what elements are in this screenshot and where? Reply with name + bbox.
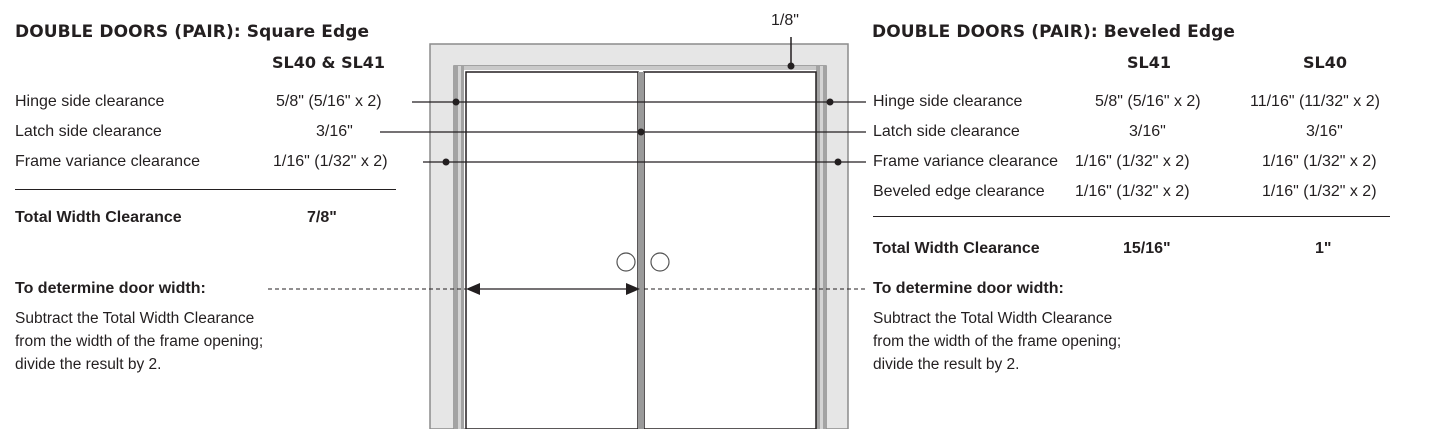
left-column-header: SL40 & SL41 xyxy=(272,53,386,72)
left-row-value-hinge: 5/8" (5/16" x 2) xyxy=(276,93,382,110)
right-row-value-frame-sl41: 1/16" (1/32" x 2) xyxy=(1075,153,1190,170)
left-panel-title: DOUBLE DOORS (PAIR): Square Edge xyxy=(15,22,370,42)
left-total-value: 7/8" xyxy=(307,209,337,226)
right-column-header-sl41: SL41 xyxy=(1127,53,1171,72)
right-row-value-latch-sl40: 3/16" xyxy=(1306,123,1343,140)
right-row-label-frame: Frame variance clearance xyxy=(873,153,1058,170)
right-panel-title: DOUBLE DOORS (PAIR): Beveled Edge xyxy=(872,22,1236,42)
left-determine-label: To determine door width: xyxy=(15,280,206,297)
left-row-label-frame: Frame variance clearance xyxy=(15,153,200,170)
left-door-leaf xyxy=(465,71,639,429)
right-row-value-beveled-sl40: 1/16" (1/32" x 2) xyxy=(1262,183,1377,200)
left-total-rule xyxy=(15,189,396,190)
right-row-value-hinge-sl40: 11/16" (11/32" x 2) xyxy=(1250,93,1380,110)
frame-header-strip xyxy=(454,66,826,70)
right-row-label-beveled: Beveled edge clearance xyxy=(873,183,1045,200)
left-total-label: Total Width Clearance xyxy=(15,209,182,226)
left-handle xyxy=(616,252,636,272)
left-determine-line-3: divide the result by 2. xyxy=(15,356,162,373)
left-determine-line-2: from the width of the frame opening; xyxy=(15,333,264,350)
right-row-value-beveled-sl41: 1/16" (1/32" x 2) xyxy=(1075,183,1190,200)
right-total-rule xyxy=(873,216,1390,217)
right-total-value-sl41: 15/16" xyxy=(1123,240,1171,257)
meeting-stile xyxy=(638,72,644,429)
right-handle xyxy=(650,252,670,272)
left-row-value-latch: 3/16" xyxy=(316,123,353,140)
right-row-label-hinge: Hinge side clearance xyxy=(873,93,1023,110)
right-column-header-sl40: SL40 xyxy=(1303,53,1347,72)
right-total-label: Total Width Clearance xyxy=(873,240,1040,257)
right-determine-label: To determine door width: xyxy=(873,280,1064,297)
right-jamb-highlight xyxy=(820,66,823,429)
right-row-value-hinge-sl41: 5/8" (5/16" x 2) xyxy=(1095,93,1201,110)
right-determine-line-1: Subtract the Total Width Clearance xyxy=(873,310,1113,327)
left-row-label-hinge: Hinge side clearance xyxy=(15,93,165,110)
right-door-leaf xyxy=(643,71,817,429)
top-gap-label: 1/8" xyxy=(771,12,799,29)
left-determine-line-1: Subtract the Total Width Clearance xyxy=(15,310,255,327)
right-row-value-latch-sl41: 3/16" xyxy=(1129,123,1166,140)
arrow-head-right xyxy=(626,283,640,295)
left-jamb-highlight xyxy=(458,66,461,429)
right-row-value-frame-sl40: 1/16" (1/32" x 2) xyxy=(1262,153,1377,170)
right-determine-line-3: divide the result by 2. xyxy=(873,356,1020,373)
left-row-value-frame: 1/16" (1/32" x 2) xyxy=(273,153,388,170)
top-gap-dot xyxy=(787,62,795,70)
right-determine-line-2: from the width of the frame opening; xyxy=(873,333,1122,350)
arrow-head-left xyxy=(466,283,480,295)
right-row-label-latch: Latch side clearance xyxy=(873,123,1020,140)
right-total-value-sl40: 1" xyxy=(1315,240,1332,257)
left-row-label-latch: Latch side clearance xyxy=(15,123,162,140)
